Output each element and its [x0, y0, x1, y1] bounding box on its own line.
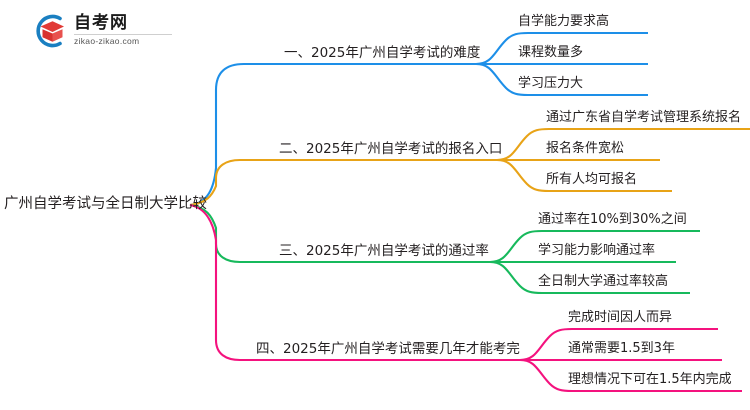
branch-3-leaf-3-line — [489, 260, 690, 295]
logo-arc-icon — [36, 14, 62, 48]
zikao-logo-mark — [36, 14, 64, 48]
mindmap-branch-node-4[interactable]: 四、2025年广州自学考试需要几年才能考完 — [256, 341, 520, 357]
mindmap-branch-node-3[interactable]: 三、2025年广州自学考试的通过率 — [279, 243, 489, 259]
branch-1-leaf-1-line — [475, 31, 648, 66]
mindmap-leaf-node-3-2[interactable]: 学习能力影响通过率 — [538, 243, 656, 258]
branch-2-connectors — [189, 127, 750, 207]
mindmap-leaf-node-4-1[interactable]: 完成时间因人而异 — [568, 310, 673, 325]
branch-4-leaf-3-line — [519, 358, 742, 393]
mindmap-branch-node-1[interactable]: 一、2025年广州自学考试的难度 — [284, 45, 481, 61]
logo-url: zikao-zikao.com — [74, 36, 140, 46]
branch-4-connectors — [189, 203, 742, 393]
branch-4-leaf-1-line — [519, 327, 718, 362]
mindmap-leaf-node-1-1[interactable]: 自学能力要求高 — [518, 14, 610, 29]
mindmap-branch-node-2[interactable]: 二、2025年广州自学考试的报名入口 — [279, 141, 503, 157]
branch-3-leaf-1-line — [489, 229, 700, 264]
site-logo: 自考网 zikao-zikao.com — [30, 10, 175, 52]
branch-2-spine — [189, 158, 497, 207]
branch-1-connectors — [189, 31, 648, 207]
logo-title: 自考网 — [74, 13, 128, 33]
logo-cap-left-icon — [42, 29, 53, 42]
logo-text-block: 自考网 zikao-zikao.com — [74, 13, 174, 47]
branch-1-leaf-3-line — [475, 62, 648, 97]
mindmap-root-node[interactable]: 广州自学考试与全日制大学比较 — [4, 196, 207, 212]
mindmap-leaf-node-3-1[interactable]: 通过率在10%到30%之间 — [538, 212, 687, 227]
branch-2-leaf-1-line — [496, 127, 750, 162]
mindmap-leaf-node-4-2[interactable]: 通常需要1.5到3年 — [568, 341, 675, 356]
branch-2-leaf-3-line — [496, 158, 672, 193]
branch-4-spine — [189, 203, 520, 362]
mindmap-leaf-node-1-2[interactable]: 课程数量多 — [518, 45, 584, 60]
mindmap-leaf-node-3-3[interactable]: 全日制大学通过率较高 — [538, 274, 669, 289]
mindmap-leaf-node-2-1[interactable]: 通过广东省自学考试管理系统报名 — [546, 110, 742, 125]
logo-cap-icon — [40, 21, 64, 32]
mindmap-leaf-node-2-2[interactable]: 报名条件宽松 — [546, 141, 625, 156]
logo-cap-right-icon — [52, 29, 63, 42]
logo-divider — [74, 34, 172, 35]
mindmap-leaf-node-1-3[interactable]: 学习压力大 — [518, 76, 584, 91]
mindmap-leaf-node-2-3[interactable]: 所有人均可报名 — [546, 172, 638, 187]
branch-1-spine — [189, 62, 476, 207]
mindmap-leaf-node-4-3[interactable]: 理想情况下可在1.5年内完成 — [568, 372, 732, 387]
